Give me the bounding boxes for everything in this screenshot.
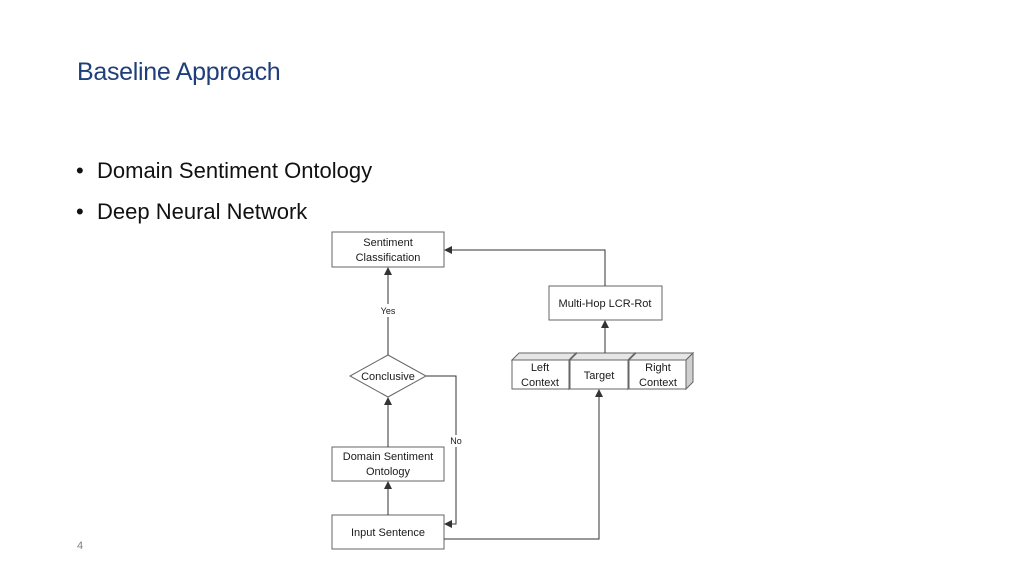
node-label: Conclusive (361, 371, 415, 383)
node-domain-sentiment-ontology: Domain Sentiment Ontology (331, 446, 445, 482)
edge-input-to-target (444, 389, 603, 540)
page-number: 4 (77, 540, 84, 552)
edge-conclusive-no-to-input (426, 375, 457, 528)
node-label: Domain Sentiment (343, 451, 434, 463)
bullet-dot-icon: • (76, 158, 84, 183)
bullet-text: Deep Neural Network (97, 199, 308, 224)
node-right-context: Right Context (627, 351, 695, 391)
node-conclusive-decision: Conclusive (348, 354, 428, 398)
slide-title: Baseline Approach (77, 58, 281, 86)
node-left-context: Left Context (510, 351, 578, 391)
node-label: Context (521, 377, 559, 389)
no-label-bg (447, 435, 465, 447)
node-label: Context (639, 377, 677, 389)
node-input-sentence: Input Sentence (331, 514, 445, 550)
node-label: Target (584, 370, 615, 382)
edge-label-yes: Yes (381, 306, 396, 316)
bullet-list: • Domain Sentiment Ontology • Deep Neural … (76, 155, 372, 237)
node-target: Target (568, 351, 637, 391)
node-label: Right (645, 362, 671, 374)
node-label: Ontology (366, 466, 411, 478)
node-sentiment-classification: Sentiment Classification (331, 231, 445, 268)
node-label: Sentiment (363, 237, 413, 249)
edge-label-no: No (450, 436, 462, 446)
bullet-item-ontology: • Domain Sentiment Ontology (76, 155, 372, 196)
node-label: Input Sentence (351, 527, 425, 539)
yes-label-bg (377, 304, 399, 317)
bullet-item-neural-network: • Deep Neural Network (76, 196, 372, 237)
node-label: Left (531, 362, 549, 374)
bullet-text: Domain Sentiment Ontology (97, 158, 373, 183)
node-multi-hop-lcr-rot: Multi-Hop LCR-Rot (548, 285, 663, 321)
edge-multihop-to-classification (444, 246, 606, 286)
node-label: Classification (356, 252, 421, 264)
node-label: Multi-Hop LCR-Rot (559, 298, 652, 310)
bullet-dot-icon: • (76, 199, 84, 224)
